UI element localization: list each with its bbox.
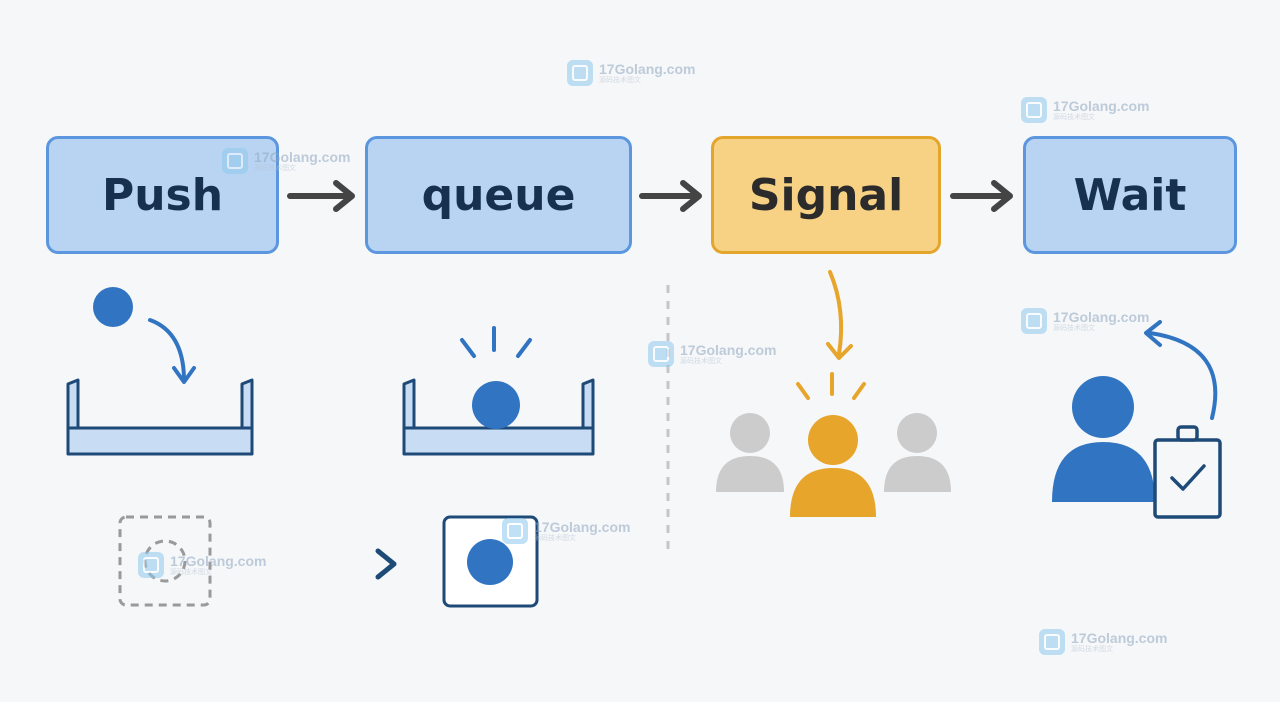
push-ball-icon <box>93 287 133 327</box>
clipboard-check-icon <box>1153 425 1222 519</box>
wait-return-arrow-icon <box>1144 320 1218 420</box>
wait-label: Wait <box>1073 169 1187 221</box>
queue-label: queue <box>421 169 576 221</box>
wait-box: Wait <box>1023 136 1237 254</box>
queue-ball-icon <box>472 381 520 429</box>
move-arrow-icon <box>259 548 397 580</box>
signal-box: Signal <box>711 136 941 254</box>
signal-label: Signal <box>748 169 904 221</box>
waiting-person-icon <box>1052 376 1155 502</box>
arrow-signal-to-wait-icon <box>950 180 1013 212</box>
empty-slot-icon <box>118 515 212 607</box>
queue-tray-icon <box>402 378 595 456</box>
signal-burst-icon <box>796 372 866 400</box>
queue-burst-icon <box>460 326 532 358</box>
waiting-person-left-icon <box>716 413 784 492</box>
filled-slot-icon <box>442 515 539 608</box>
signaled-person-icon <box>790 415 876 517</box>
queue-box: queue <box>365 136 632 254</box>
arrow-queue-to-signal-icon <box>639 180 702 212</box>
push-label: Push <box>101 169 224 221</box>
arrow-push-to-queue-icon <box>287 180 355 212</box>
push-drop-arrow-icon <box>148 318 196 384</box>
waiting-person-right-icon <box>884 413 951 492</box>
signal-arrow-icon <box>826 270 853 360</box>
push-tray-icon <box>66 378 254 456</box>
